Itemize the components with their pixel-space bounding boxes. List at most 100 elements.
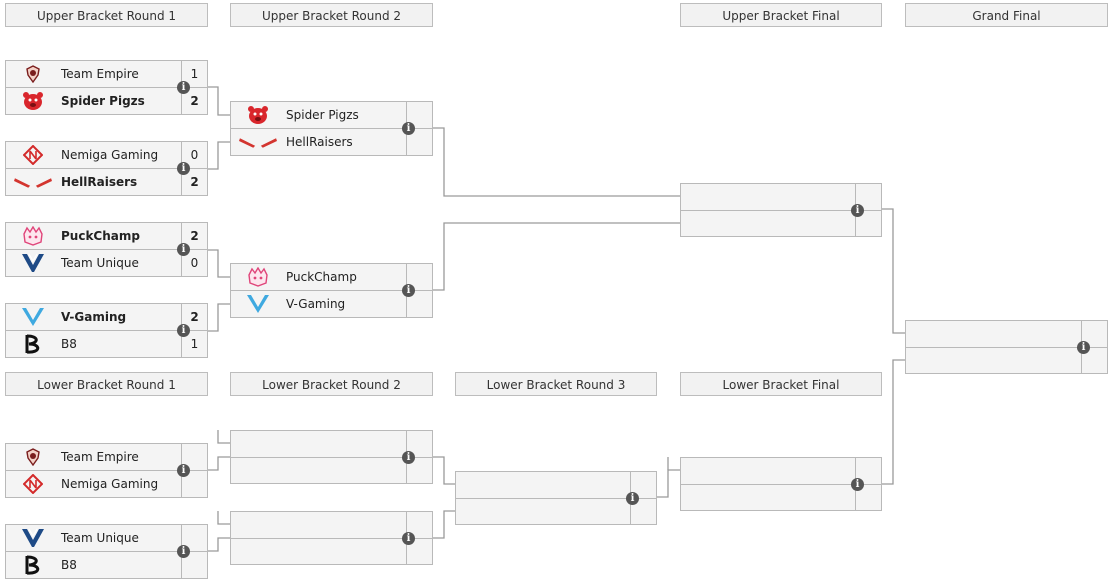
team-row-empty[interactable] [231, 458, 432, 484]
match-info-icon[interactable]: i [1077, 341, 1090, 354]
spider-pigzs-logo [239, 105, 277, 125]
team-score: 2 [181, 88, 207, 114]
team-row[interactable]: Team Unique 0 [6, 250, 207, 276]
team-name: PuckChamp [61, 229, 140, 243]
match-ub1-1[interactable]: Team Empire 1 Spider Pigzs 2 i [5, 60, 208, 115]
spider-pigzs-logo [14, 91, 52, 111]
team-score: 1 [181, 61, 207, 87]
team-name: Team Unique [61, 256, 139, 270]
match-lb1-2[interactable]: Team Unique B8 i [5, 524, 208, 579]
hellraisers-logo [239, 132, 277, 152]
team-score [181, 552, 207, 578]
match-info-icon[interactable]: i [177, 545, 190, 558]
team-row-empty[interactable] [231, 512, 432, 539]
team-unique-logo [14, 528, 52, 548]
match-ub1-4[interactable]: V-Gaming 2 B8 1 i [5, 303, 208, 358]
team-row[interactable]: Team Empire [6, 444, 207, 471]
team-score [630, 499, 656, 525]
header-ub-round1: Upper Bracket Round 1 [5, 3, 208, 27]
match-info-icon[interactable]: i [177, 243, 190, 256]
team-name: Nemiga Gaming [61, 148, 159, 162]
team-row[interactable]: HellRaisers [231, 129, 432, 155]
team-name: HellRaisers [61, 175, 138, 189]
team-row[interactable]: Spider Pigzs [231, 102, 432, 129]
match-info-icon[interactable]: i [402, 532, 415, 545]
team-row[interactable]: Nemiga Gaming 0 [6, 142, 207, 169]
nemiga-logo [14, 474, 52, 494]
team-row[interactable]: PuckChamp [231, 264, 432, 291]
b8-logo [14, 334, 52, 354]
v-gaming-logo [239, 294, 277, 314]
team-score [181, 444, 207, 470]
team-score [406, 291, 432, 317]
team-score [406, 264, 432, 290]
team-score [406, 431, 432, 457]
match-info-icon[interactable]: i [851, 204, 864, 217]
team-score: 0 [181, 250, 207, 276]
team-score [1081, 348, 1107, 374]
team-name: V-Gaming [286, 297, 346, 311]
match-info-icon[interactable]: i [177, 324, 190, 337]
team-row[interactable]: Team Empire 1 [6, 61, 207, 88]
team-score [855, 458, 881, 484]
match-ub2-1[interactable]: Spider Pigzs HellRaisers i [230, 101, 433, 156]
team-row-empty[interactable] [681, 184, 881, 211]
hellraisers-logo [14, 172, 52, 192]
team-row[interactable]: Spider Pigzs 2 [6, 88, 207, 114]
team-row-empty[interactable] [906, 348, 1107, 374]
match-ub2-2[interactable]: PuckChamp V-Gaming i [230, 263, 433, 318]
match-lb2-1[interactable]: i [230, 430, 433, 484]
match-info-icon[interactable]: i [402, 451, 415, 464]
team-row-empty[interactable] [681, 458, 881, 485]
team-name: Spider Pigzs [61, 94, 145, 108]
team-row[interactable]: V-Gaming 2 [6, 304, 207, 331]
team-row-empty[interactable] [231, 539, 432, 565]
team-score: 2 [181, 223, 207, 249]
match-info-icon[interactable]: i [851, 478, 864, 491]
match-info-icon[interactable]: i [402, 284, 415, 297]
match-grand-final[interactable]: i [905, 320, 1108, 374]
team-name: Team Unique [61, 531, 139, 545]
team-row[interactable]: V-Gaming [231, 291, 432, 317]
match-lb3-1[interactable]: i [455, 471, 657, 525]
match-lb1-1[interactable]: Team Empire Nemiga Gaming i [5, 443, 208, 498]
match-info-icon[interactable]: i [402, 122, 415, 135]
team-score: 0 [181, 142, 207, 168]
match-ub1-3[interactable]: PuckChamp 2 Team Unique 0 i [5, 222, 208, 277]
team-name: Team Empire [61, 67, 139, 81]
team-empire-logo [14, 447, 52, 467]
match-lb-final[interactable]: i [680, 457, 882, 511]
team-row-empty[interactable] [681, 211, 881, 237]
match-info-icon[interactable]: i [177, 464, 190, 477]
team-row[interactable]: Team Unique [6, 525, 207, 552]
match-info-icon[interactable]: i [626, 492, 639, 505]
puckchamp-logo [14, 226, 52, 246]
team-row-empty[interactable] [231, 431, 432, 458]
header-ub-final: Upper Bracket Final [680, 3, 882, 27]
team-name: B8 [61, 337, 77, 351]
match-ub-final[interactable]: i [680, 183, 882, 237]
team-score: 2 [181, 169, 207, 195]
match-lb2-2[interactable]: i [230, 511, 433, 565]
team-row[interactable]: Nemiga Gaming [6, 471, 207, 497]
header-grand-final: Grand Final [905, 3, 1108, 27]
team-row-empty[interactable] [456, 499, 656, 525]
team-score [181, 471, 207, 497]
b8-logo [14, 555, 52, 575]
team-score [406, 539, 432, 565]
team-row[interactable]: B8 1 [6, 331, 207, 357]
team-row-empty[interactable] [456, 472, 656, 499]
team-row-empty[interactable] [681, 485, 881, 511]
header-lb-round2: Lower Bracket Round 2 [230, 372, 433, 396]
nemiga-logo [14, 145, 52, 165]
match-info-icon[interactable]: i [177, 162, 190, 175]
team-name: B8 [61, 558, 77, 572]
team-row[interactable]: HellRaisers 2 [6, 169, 207, 195]
match-ub1-2[interactable]: Nemiga Gaming 0 HellRaisers 2 i [5, 141, 208, 196]
match-info-icon[interactable]: i [177, 81, 190, 94]
team-score [855, 485, 881, 511]
team-row[interactable]: PuckChamp 2 [6, 223, 207, 250]
team-row[interactable]: B8 [6, 552, 207, 578]
team-name: Nemiga Gaming [61, 477, 159, 491]
team-row-empty[interactable] [906, 321, 1107, 348]
